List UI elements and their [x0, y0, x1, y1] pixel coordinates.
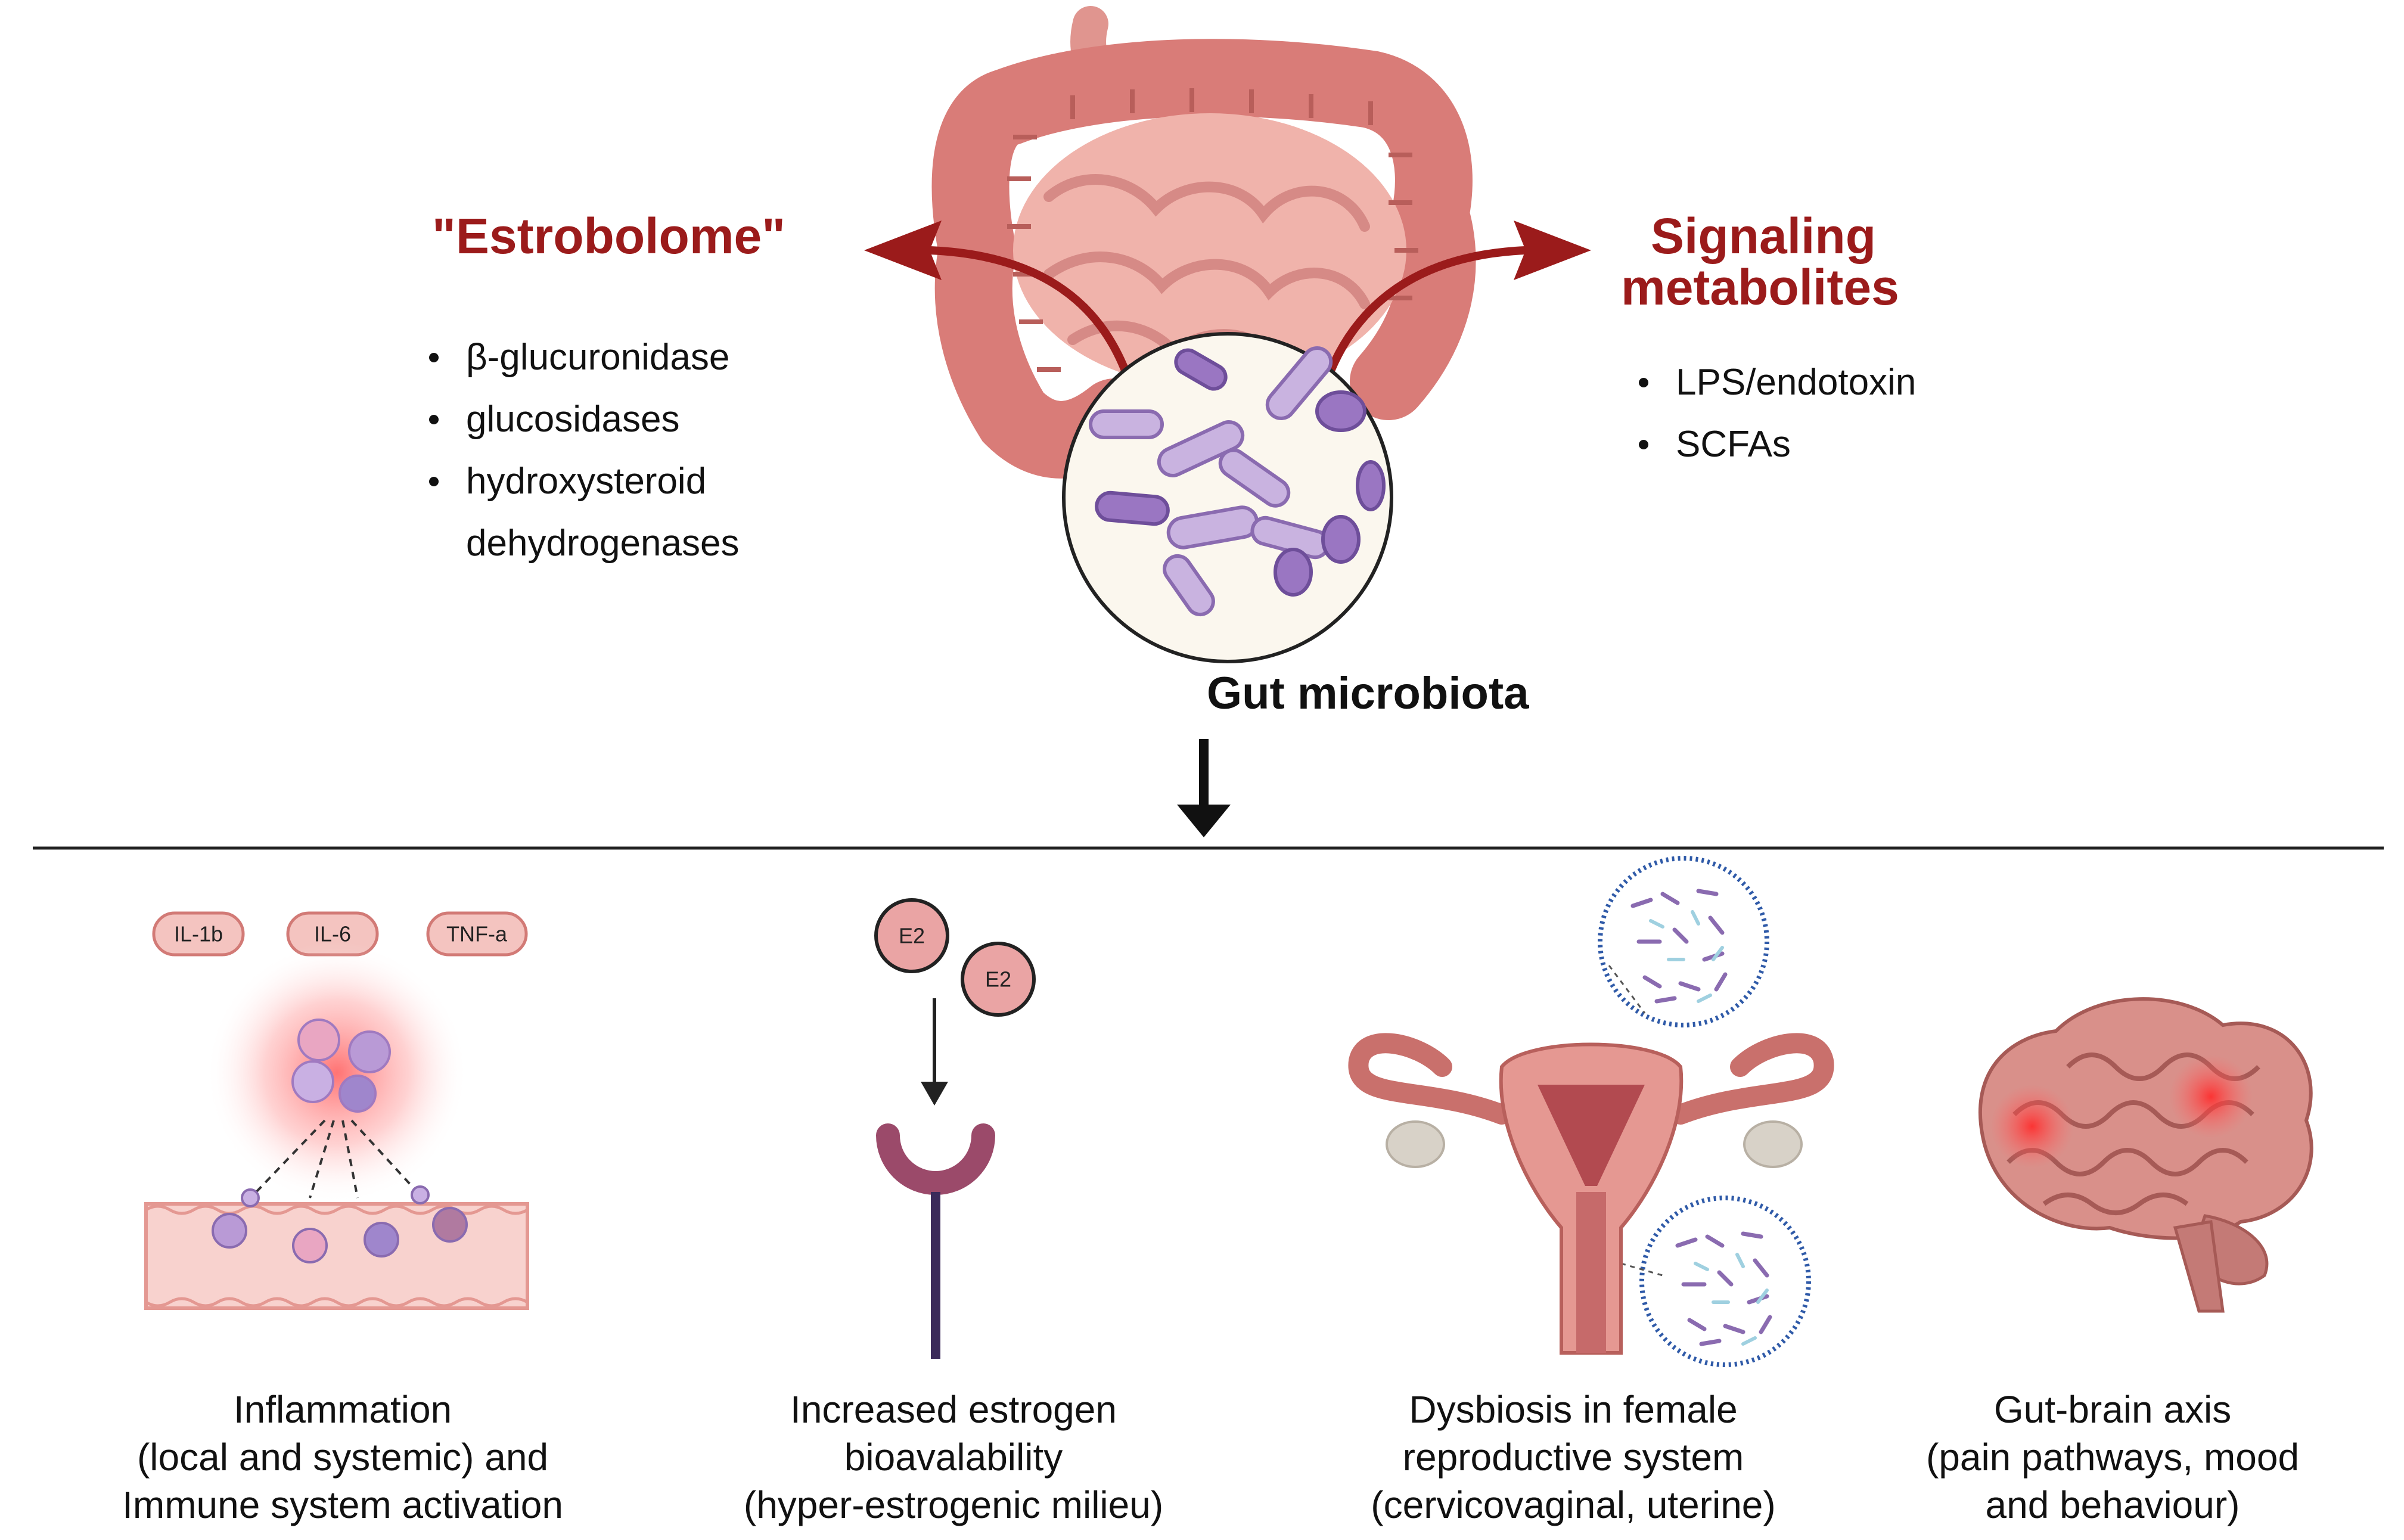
outcome-line: reproductive system — [1402, 1436, 1744, 1479]
fallopian-tube-right — [1670, 1033, 1834, 1125]
cytokine-pill — [426, 911, 528, 957]
signaling-title-line2: metabolites — [1621, 259, 1899, 315]
ovary-right — [1743, 1120, 1803, 1168]
outcome-line: (pain pathways, mood — [1925, 1436, 2300, 1479]
brain-icon — [1978, 997, 2313, 1313]
zoom-leader-lines — [1608, 965, 1663, 1277]
brain-hotspot-right — [2169, 1055, 2253, 1138]
inflammation-glow — [206, 942, 468, 1204]
cytokine-label: TNF-a — [446, 922, 508, 946]
intestine-icon — [931, 6, 1476, 479]
ovary-left — [1386, 1120, 1445, 1168]
brain-gyri — [2007, 1052, 2260, 1215]
outcome-line: bioavalability — [844, 1436, 1063, 1479]
receptor-cup — [876, 1123, 995, 1195]
outcome-estrogen: Increased estrogen bioavalability (hyper… — [744, 1386, 1163, 1529]
cervical-microbiota-zoom — [1639, 1196, 1811, 1367]
down-arrow-head — [1177, 805, 1231, 837]
vaginal-microbiota-zoom — [1598, 856, 1769, 1027]
signaling-title-line1: Signaling — [1651, 208, 1876, 264]
estrogen-receptor-icon: E2 E2 — [874, 898, 1036, 1359]
inflammation-icon: IL-1b IL-6 TNF-a — [144, 911, 529, 1310]
estrogen-token — [874, 898, 949, 973]
outcome-line: Dysbiosis in female — [1409, 1388, 1738, 1431]
outcome-inflammation: Inflammation (local and systemic) and Im… — [122, 1386, 563, 1529]
estrogen-token-label: E2 — [985, 967, 1011, 992]
list-item-continuation: dehydrogenases — [466, 523, 740, 564]
cervix — [1576, 1192, 1606, 1353]
estrobolome-list: β-glucuronidase glucosidases hydroxyster… — [423, 327, 739, 575]
outcome-line: Inflammation — [233, 1388, 452, 1431]
estrogen-token — [961, 942, 1036, 1017]
gut-microbiota-label: Gut microbiota — [1207, 668, 1529, 719]
outcome-gut-brain: Gut-brain axis (pain pathways, mood and … — [1926, 1386, 2299, 1529]
list-item: LPS/endotoxin — [1633, 352, 1916, 414]
list-item: SCFAs — [1633, 414, 1916, 476]
list-item: hydroxysteroid — [423, 451, 739, 513]
cytokine-pill — [152, 911, 245, 957]
binding-arrow-head — [921, 1082, 948, 1106]
estrobolome-title: "Estrobolome" — [432, 208, 786, 264]
outcome-line: Gut-brain axis — [1993, 1388, 2232, 1431]
vessel-cells — [212, 1185, 468, 1263]
outcome-dysbiosis: Dysbiosis in female reproductive system … — [1371, 1386, 1775, 1529]
microbiota-magnifier-icon — [1062, 332, 1393, 663]
estrogen-token-label: E2 — [899, 924, 925, 948]
list-item: glucosidases — [423, 389, 739, 451]
outcome-line: Immune system activation — [122, 1483, 563, 1526]
brain-cerebrum — [1978, 997, 2313, 1240]
uterine-cavity — [1538, 1085, 1645, 1186]
outcome-line: (cervicovaginal, uterine) — [1371, 1483, 1776, 1526]
cytokine-pills: IL-1b IL-6 TNF-a — [152, 911, 528, 957]
signaling-list: LPS/endotoxin SCFAs — [1633, 352, 1916, 476]
brain-stem — [2173, 1220, 2225, 1313]
outcome-line: and behaviour) — [1985, 1483, 2240, 1526]
brain-hotspot-left — [1990, 1085, 2074, 1168]
uterus-icon — [1348, 856, 1834, 1367]
migration-lines — [255, 1119, 418, 1199]
outcome-line: (local and systemic) and — [136, 1436, 549, 1479]
list-item: β-glucuronidase — [423, 327, 739, 389]
arrow-to-signaling-head — [1514, 221, 1591, 280]
immune-cells — [291, 1019, 391, 1113]
cytokine-label: IL-1b — [174, 922, 223, 946]
fallopian-tube-left — [1348, 1033, 1512, 1125]
arrow-to-estrobolome-head — [864, 221, 942, 280]
outcome-line: (hyper-estrogenic milieu) — [743, 1483, 1164, 1526]
vessel-wall — [144, 1202, 529, 1310]
outcome-line: Increased estrogen — [790, 1388, 1117, 1431]
